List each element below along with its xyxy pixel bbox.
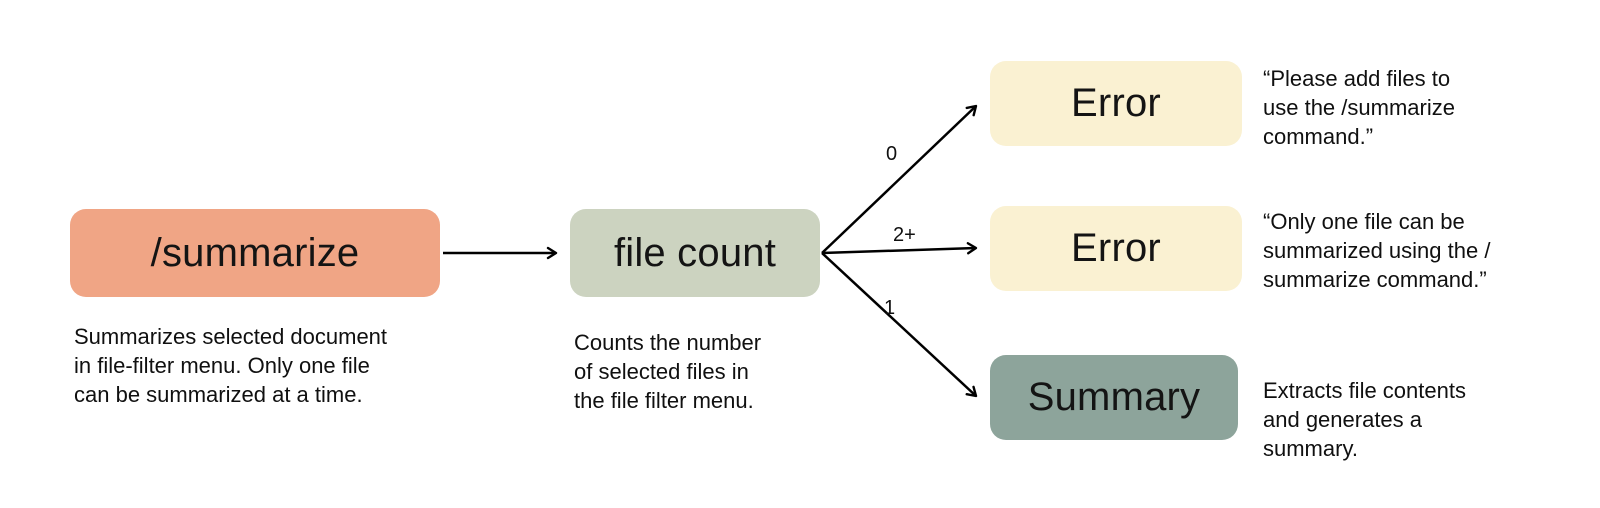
node-error-zero-files: Error: [990, 61, 1242, 146]
arrow-filecount-to-error-twoplus: [821, 242, 978, 255]
node-summary: Summary: [990, 355, 1238, 440]
node-file-count: file count: [570, 209, 820, 297]
node-summary-label: Summary: [1027, 375, 1201, 419]
arrow-filecount-to-summary: [821, 252, 978, 398]
caption-file-count: Counts the number of selected files in t…: [574, 328, 761, 415]
note-summary-line-1: Extracts file contents: [1263, 378, 1466, 403]
note-error-multiple-line-2: summarized using the /: [1263, 238, 1491, 263]
caption-summarize-line-2: in file-filter menu. Only one file: [74, 353, 370, 378]
caption-file-count-line-3: the file filter menu.: [574, 388, 754, 413]
note-summary: Extracts file contents and generates a s…: [1263, 376, 1466, 463]
node-error-zero-files-label: Error: [1071, 81, 1161, 125]
node-summarize: /summarize: [70, 209, 440, 297]
note-error-zero-files: “Please add files to use the /summarize …: [1263, 64, 1455, 151]
edge-label-one: 1: [884, 297, 896, 319]
node-error-multiple-files-label: Error: [1071, 226, 1161, 270]
note-error-zero-line-2: use the /summarize: [1263, 95, 1455, 120]
caption-summarize-line-1: Summarizes selected document: [74, 324, 388, 349]
note-error-multiple-line-1: “Only one file can be: [1263, 209, 1465, 234]
node-file-count-label: file count: [613, 230, 777, 275]
edge-label-zero: 0: [886, 143, 898, 165]
caption-file-count-line-2: of selected files in: [574, 359, 749, 384]
node-error-multiple-files: Error: [990, 206, 1242, 291]
note-summary-line-3: summary.: [1263, 436, 1358, 461]
caption-summarize-line-3: can be summarized at a time.: [74, 382, 363, 407]
caption-file-count-line-1: Counts the number: [574, 330, 762, 355]
note-error-multiple-files: “Only one file can be summarized using t…: [1263, 207, 1490, 294]
caption-summarize: Summarizes selected document in file-fil…: [74, 322, 387, 409]
edge-label-two-plus: 2+: [893, 224, 916, 246]
node-summarize-label: /summarize: [150, 230, 360, 275]
note-error-zero-line-1: “Please add files to: [1263, 66, 1451, 91]
note-error-zero-line-3: command.”: [1263, 124, 1374, 149]
note-summary-line-2: and generates a: [1263, 407, 1423, 432]
note-error-multiple-line-3: summarize command.”: [1263, 267, 1487, 292]
